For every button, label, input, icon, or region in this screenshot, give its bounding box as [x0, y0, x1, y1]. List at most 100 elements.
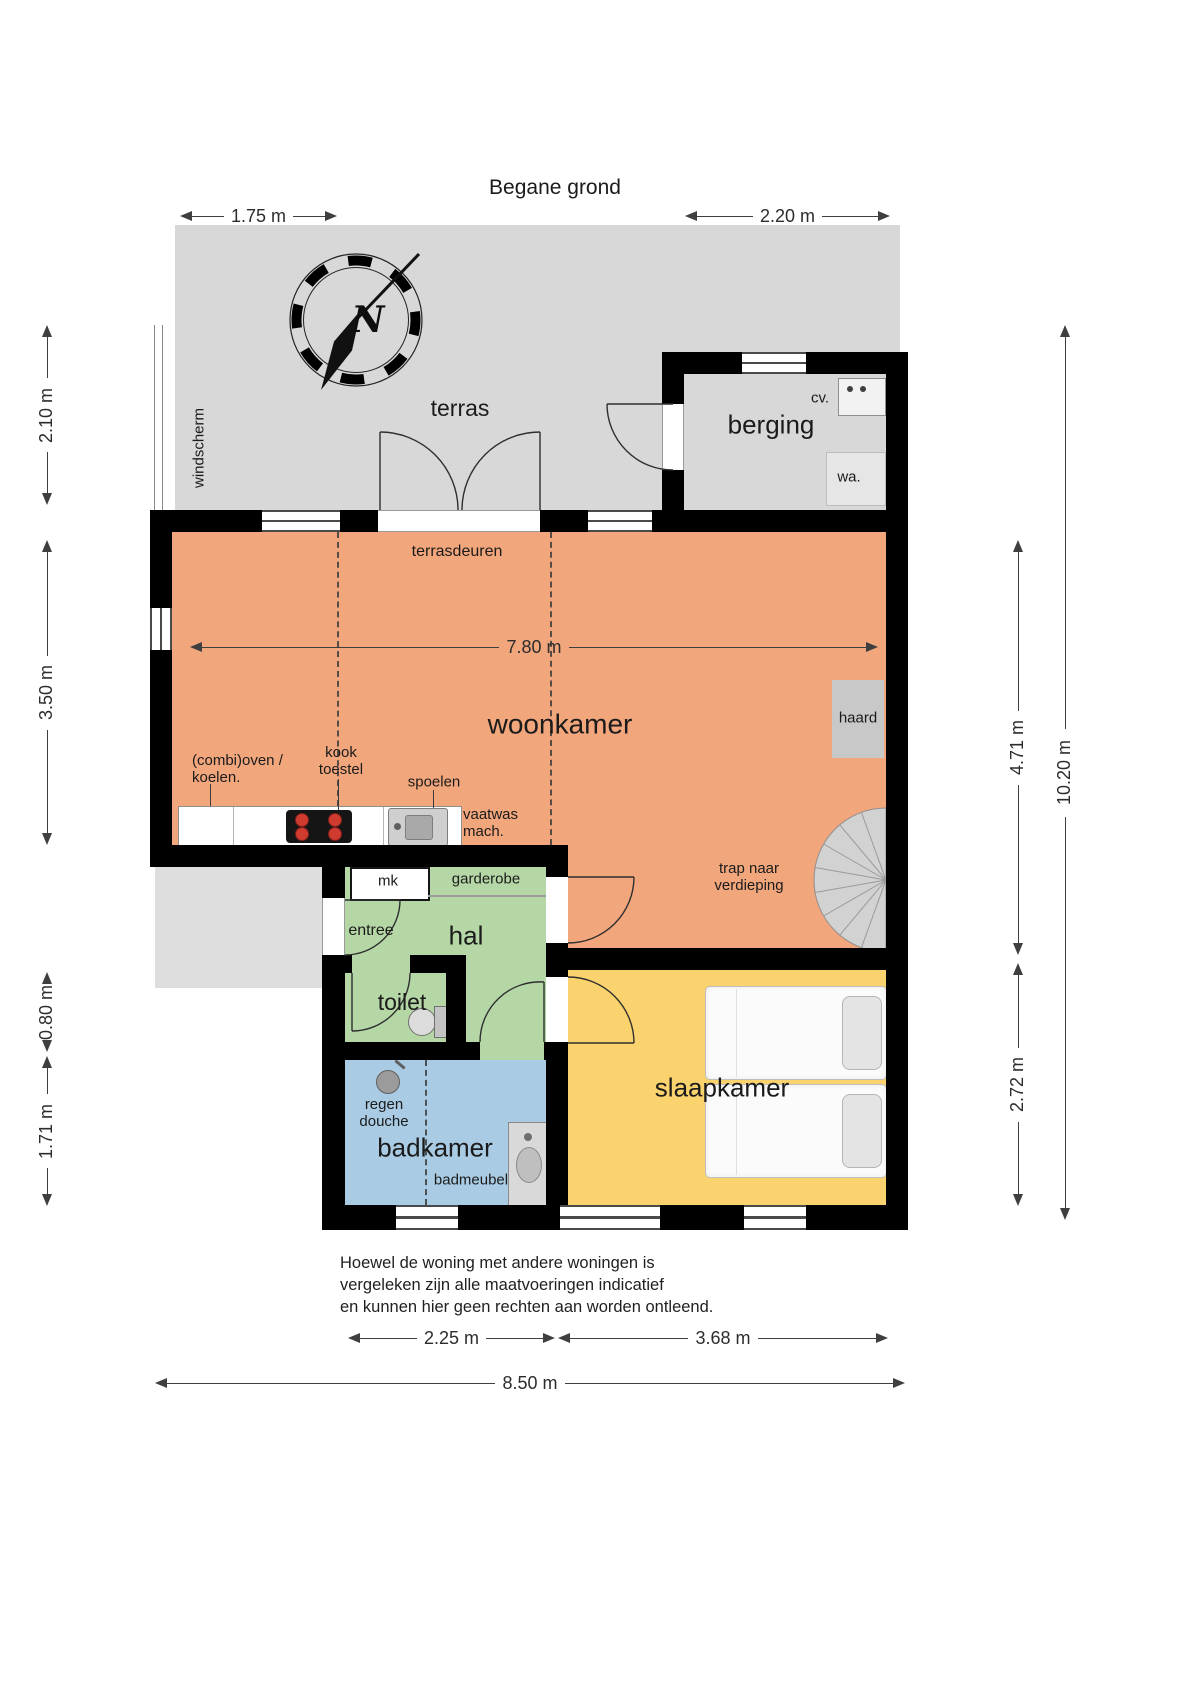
dim-label: 0.80 m	[36, 984, 57, 1040]
dimension-top-left: 1.75 m	[180, 206, 337, 226]
dim-arrow	[876, 1333, 888, 1343]
dim-label: 3.50 m	[36, 664, 57, 721]
label-vaatwas: vaatwas mach.	[463, 806, 519, 841]
label-badmeubel: badmeubel	[433, 1171, 509, 1189]
cv-unit	[838, 378, 886, 416]
dim-arrow	[1013, 1194, 1023, 1206]
label-garderobe: garderobe	[451, 870, 521, 888]
vanity-unit	[508, 1122, 548, 1207]
dim-line	[1017, 784, 1019, 943]
label-leader-line	[433, 790, 434, 808]
wall-segment	[322, 1205, 396, 1230]
dim-line	[1017, 552, 1019, 711]
mk-closet	[350, 867, 430, 901]
dimension-left-toilet: 0.80 m	[37, 972, 57, 1052]
burner-icon	[328, 827, 342, 841]
sink-icon	[388, 808, 448, 846]
wall-segment	[150, 845, 568, 867]
window	[396, 1205, 458, 1230]
disclaimer-line: vergeleken zijn alle maatvoeringen indic…	[340, 1276, 664, 1294]
label-windscherm: windscherm	[190, 407, 208, 489]
room-label-woonkamer: woonkamer	[487, 708, 633, 740]
dimension-right-slaapkamer: 2.72 m	[1008, 963, 1028, 1206]
dim-line	[564, 1382, 893, 1384]
dimension-woonkamer-width: 7.80 m	[190, 637, 878, 657]
dimension-left-badkamer: 1.71 m	[37, 1056, 57, 1206]
wall-segment	[150, 510, 262, 532]
window	[744, 1205, 806, 1230]
wall-segment	[652, 510, 886, 532]
dim-line	[486, 1337, 543, 1339]
label-wa: wa.	[837, 468, 861, 486]
dimension-bottom-total: 8.50 m	[155, 1373, 905, 1393]
burner-icon	[295, 827, 309, 841]
dim-label: 1.71 m	[36, 1103, 57, 1159]
page-title: Begane grond	[489, 176, 621, 200]
label-regen-douche: regen douche	[359, 1096, 409, 1130]
wall-segment	[660, 1205, 744, 1230]
dim-line	[293, 215, 325, 217]
dim-line	[46, 337, 48, 378]
label-entree: entree	[348, 922, 394, 940]
dim-line	[46, 1168, 48, 1194]
bed-fold-line	[736, 989, 737, 1077]
dim-label: 2.20 m	[759, 205, 816, 226]
cv-dot	[860, 386, 866, 392]
dim-arrow	[42, 1056, 52, 1068]
disclaimer: Hoewel de woning met andere woningen is …	[340, 1252, 713, 1318]
label-trap: trap naar verdieping	[714, 860, 784, 894]
wall-segment	[150, 510, 172, 608]
bed	[705, 1084, 887, 1178]
dimension-bottom-slaapkamer: 3.68 m	[558, 1328, 888, 1348]
room-label-berging: berging	[727, 409, 815, 440]
dim-arrow	[155, 1378, 167, 1388]
faucet-icon	[394, 823, 401, 830]
label-kooktoestel: kook toestel	[318, 744, 364, 778]
label-leader-line	[338, 779, 339, 810]
wall-segment	[544, 1042, 568, 1060]
wall-segment	[340, 510, 378, 532]
dim-arrow	[42, 325, 52, 337]
wall-segment	[150, 650, 172, 867]
dim-line	[822, 215, 878, 217]
dim-arrow	[42, 1194, 52, 1206]
dim-arrow	[878, 211, 890, 221]
dim-label: 8.50 m	[502, 1372, 558, 1393]
dim-label: 2.10 m	[36, 387, 57, 443]
dim-arrow	[180, 211, 192, 221]
wall-segment	[322, 1042, 480, 1060]
vanity-faucet	[524, 1133, 532, 1141]
dimension-right-total: 10.20 m	[1055, 325, 1075, 1220]
dim-line	[192, 215, 224, 217]
burner-icon	[328, 813, 342, 827]
vanity-basin	[516, 1147, 542, 1183]
terrace-door-opening	[378, 510, 540, 532]
dim-label: 3.68 m	[695, 1327, 751, 1348]
shower-head-icon	[376, 1070, 400, 1094]
label-mk: mk	[378, 872, 398, 890]
compass-icon: N	[289, 252, 423, 390]
dim-arrow	[42, 972, 52, 984]
wall-segment	[322, 955, 345, 1205]
dimension-bottom-badkamer: 2.25 m	[348, 1328, 555, 1348]
bed	[705, 986, 887, 1080]
dim-line	[46, 452, 48, 493]
label-leader-line	[210, 784, 211, 806]
dim-arrow	[42, 540, 52, 552]
room-floor-woonkamer	[172, 532, 886, 845]
dim-arrow	[1060, 1208, 1070, 1220]
disclaimer-line: Hoewel de woning met andere woningen is	[340, 1254, 655, 1272]
dim-line	[1017, 975, 1019, 1048]
dim-arrow	[558, 1333, 570, 1343]
room-label-badkamer: badkamer	[377, 1132, 493, 1163]
wall-segment	[546, 845, 568, 877]
disclaimer-line: en kunnen hier geen rechten aan worden o…	[340, 1298, 714, 1316]
windscherm-screen	[154, 325, 163, 510]
compass-n-letter: N	[351, 299, 387, 341]
wall-segment	[322, 867, 345, 898]
wall-segment	[546, 1060, 568, 1205]
dim-line	[1017, 1121, 1019, 1194]
fireplace	[832, 680, 884, 758]
room-label-hal: hal	[448, 920, 484, 951]
